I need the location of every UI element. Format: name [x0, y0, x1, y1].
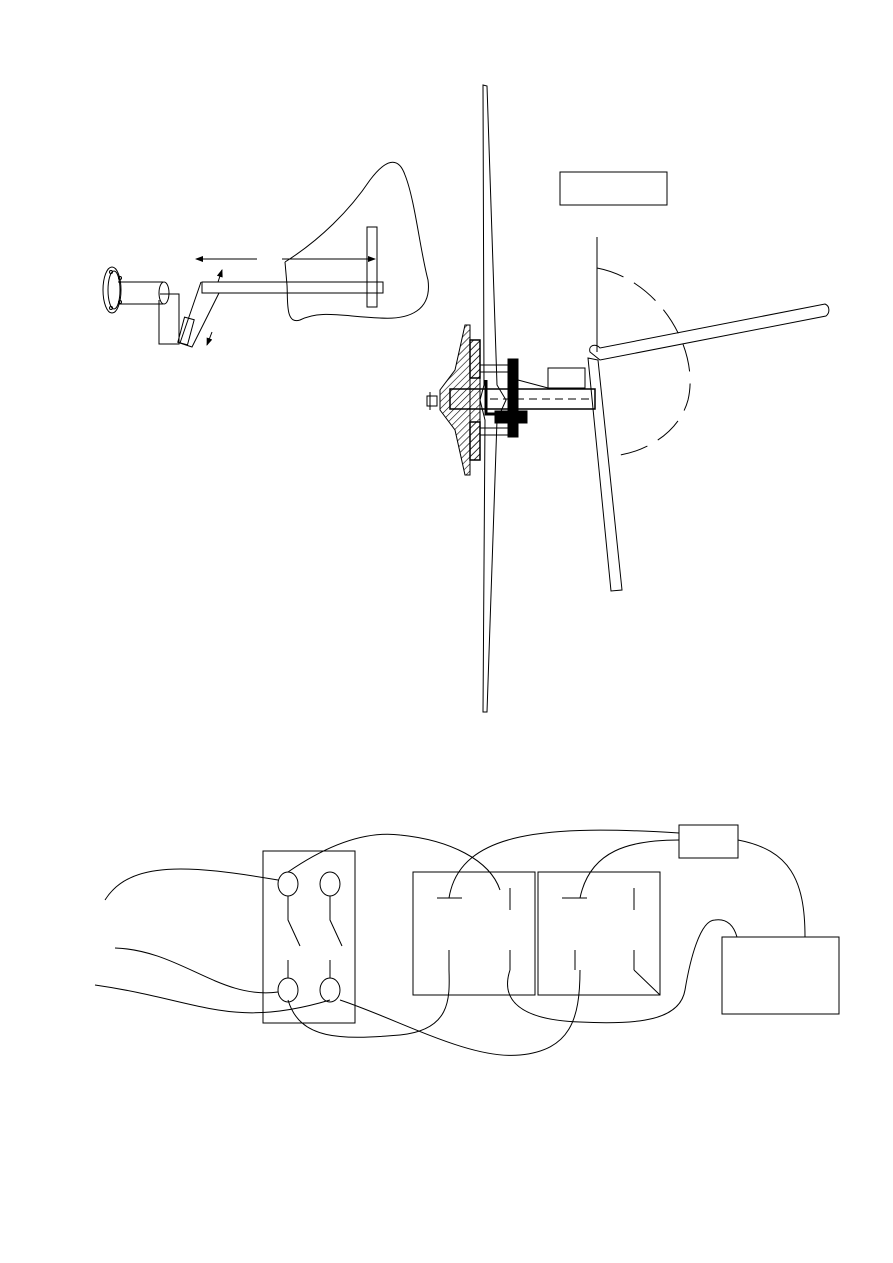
blade-vertical — [479, 84, 507, 713]
slanted-link — [179, 281, 220, 348]
controller-box — [678, 824, 739, 859]
wiring-diagram — [94, 824, 840, 1056]
bracket-box — [158, 293, 180, 345]
hub-cone — [439, 324, 471, 476]
switch-box — [262, 850, 356, 1024]
blob-outline — [284, 162, 429, 322]
rotation-arc — [596, 267, 691, 456]
battery-left — [412, 871, 536, 996]
turbine-figure — [426, 84, 830, 713]
battery-right — [537, 871, 661, 996]
load-box — [721, 936, 840, 1015]
label-box — [559, 171, 668, 206]
blade-down — [587, 357, 623, 592]
small-box — [547, 367, 586, 389]
blade-right — [589, 303, 830, 361]
main-shaft — [449, 388, 596, 410]
pipe — [118, 281, 163, 305]
horizontal-bar — [201, 281, 384, 294]
mounting-arm-figure — [102, 162, 429, 348]
vertical-plate — [366, 226, 378, 308]
flange — [102, 266, 122, 314]
